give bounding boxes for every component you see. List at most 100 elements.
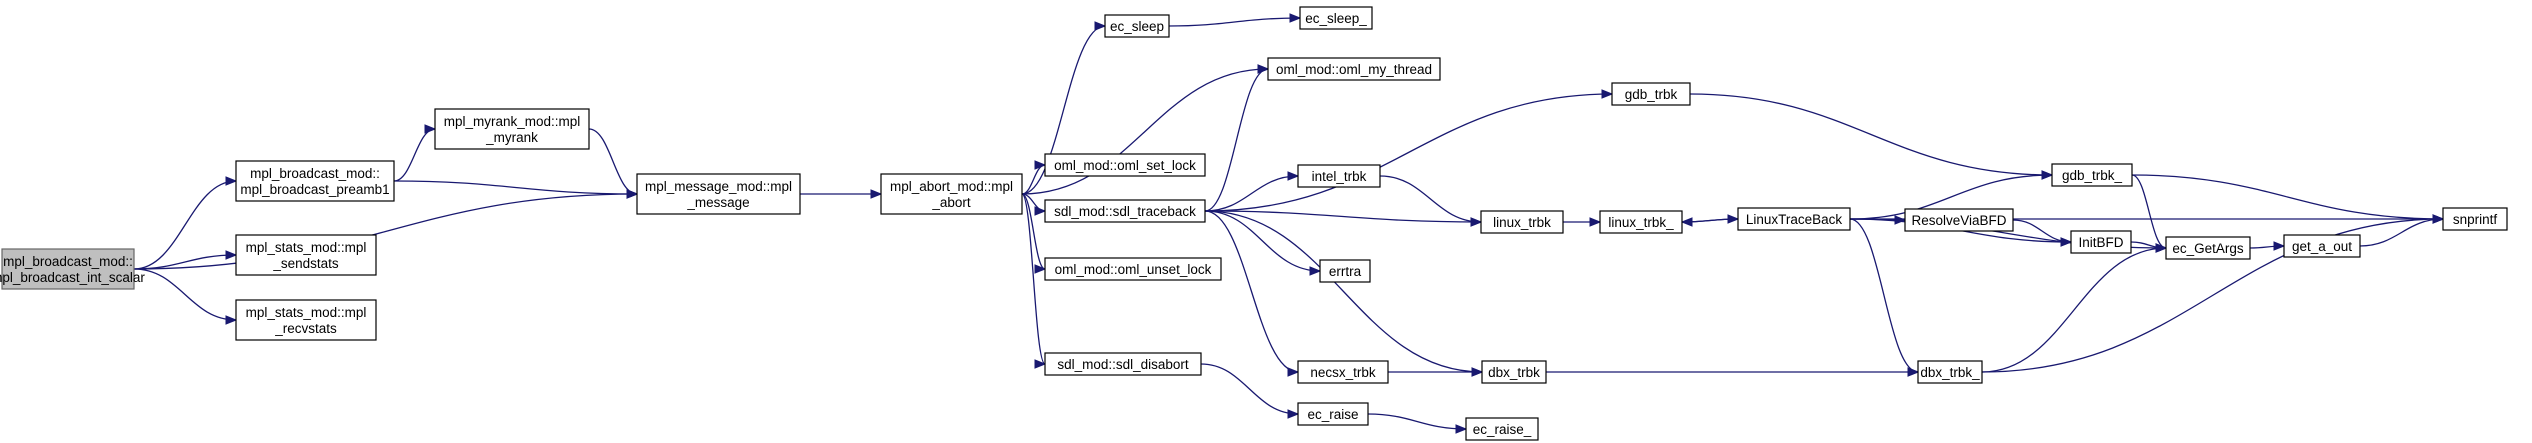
node-box xyxy=(1481,360,1547,384)
node-box xyxy=(1044,153,1206,177)
edge-root-to-recvstats xyxy=(133,268,237,321)
node-dbx-trbk[interactable]: dbx_trbk xyxy=(1481,360,1547,384)
node-label: intel_trbk xyxy=(1312,169,1367,184)
node-box xyxy=(2051,163,2133,187)
node-label: mpl_myrank_mod::mpl xyxy=(444,114,581,129)
node-box xyxy=(1297,402,1369,426)
node-oml-set-lock[interactable]: oml_mod::oml_set_lock xyxy=(1044,153,1206,177)
node-label: ec_raise xyxy=(1307,407,1358,422)
node-box xyxy=(1044,257,1222,281)
node-box xyxy=(1480,210,1564,234)
node-label: mpl_broadcast_mod:: xyxy=(3,254,133,269)
node-gdb-trbk[interactable]: gdb_trbk xyxy=(1611,82,1691,106)
node-box xyxy=(1599,210,1683,234)
edge-linuxtraceback-to-gdb-trbk- xyxy=(1849,174,2053,220)
node-ec-sleep[interactable]: ec_sleep xyxy=(1104,14,1170,38)
node-snprintf[interactable]: snprintf xyxy=(2442,207,2508,231)
edge-get-a-out-to-snprintf xyxy=(2359,218,2444,247)
node-linuxtraceback[interactable]: LinuxTraceBack xyxy=(1737,207,1851,231)
node-label: _sendstats xyxy=(272,256,339,271)
edge-sdl-disabort-to-ec-raise xyxy=(1200,363,1299,415)
node-box xyxy=(1319,259,1371,283)
edge-abort-to-sdl-disabort xyxy=(1021,193,1046,365)
arrowhead xyxy=(1289,13,1302,23)
node-box xyxy=(636,173,801,215)
node-box xyxy=(1611,82,1691,106)
arrowhead xyxy=(1287,409,1300,419)
arrowhead xyxy=(1470,217,1483,227)
node-dbx-trbk-[interactable]: dbx_trbk_ xyxy=(1917,360,1983,384)
node-resolveviabfd[interactable]: ResolveViaBFD xyxy=(1904,208,2014,232)
node-label: mpl_broadcast_int_scalar xyxy=(0,270,145,285)
arrowhead xyxy=(1034,359,1047,369)
arrowhead xyxy=(2273,241,2286,251)
node-ec-raise[interactable]: ec_raise xyxy=(1297,402,1369,426)
node-sdl-traceback[interactable]: sdl_mod::sdl_traceback xyxy=(1044,199,1206,223)
node-initbfd[interactable]: InitBFD xyxy=(2070,230,2132,254)
node-recvstats[interactable]: mpl_stats_mod::mpl_recvstats xyxy=(235,299,377,341)
node-label: ec_raise_ xyxy=(1473,422,1532,437)
node-abort[interactable]: mpl_abort_mod::mpl_abort xyxy=(880,173,1023,215)
edge-sdl-traceback-to-gdb-trbk xyxy=(1204,93,1613,212)
node-box xyxy=(235,299,377,341)
node-box xyxy=(1044,352,1202,376)
node-label: errtra xyxy=(1329,264,1362,279)
edge-gdb-trbk-to-gdb-trbk- xyxy=(1689,93,2053,176)
edge-sdl-traceback-to-oml-my-thread xyxy=(1204,68,1269,212)
node-sdl-disabort[interactable]: sdl_mod::sdl_disabort xyxy=(1044,352,1202,376)
node-label: mpl_stats_mod::mpl xyxy=(246,305,367,320)
edge-root-to-sendstats xyxy=(133,254,237,270)
edge-linuxtraceback-to-dbx-trbk- xyxy=(1849,218,1919,373)
node-ec-sleep-[interactable]: ec_sleep_ xyxy=(1299,6,1373,30)
node-box xyxy=(235,160,395,202)
edge-myrank-to-message xyxy=(588,128,638,195)
edge-abort-to-oml-unset-lock xyxy=(1021,193,1046,270)
node-label: sdl_mod::sdl_traceback xyxy=(1054,204,1196,219)
node-label: mpl_abort_mod::mpl xyxy=(890,179,1013,194)
node-oml-my-thread[interactable]: oml_mod::oml_my_thread xyxy=(1267,57,1441,81)
arrowhead xyxy=(1907,367,1920,377)
node-sendstats[interactable]: mpl_stats_mod::mpl_sendstats xyxy=(235,234,377,276)
edge-abort-to-oml-set-lock xyxy=(1021,164,1046,195)
node-box xyxy=(2283,234,2361,258)
edge-gdb-trbk--to-snprintf xyxy=(2131,174,2444,220)
arrowhead xyxy=(1257,64,1270,74)
node-label: mpl_stats_mod::mpl xyxy=(246,240,367,255)
node-root[interactable]: mpl_broadcast_mod::mpl_broadcast_int_sca… xyxy=(0,248,145,290)
node-box xyxy=(1465,417,1539,441)
node-gdb-trbk-[interactable]: gdb_trbk_ xyxy=(2051,163,2133,187)
node-preamb1[interactable]: mpl_broadcast_mod::mpl_broadcast_preamb1 xyxy=(235,160,395,202)
edge-intel-trbk-to-linux-trbk xyxy=(1379,175,1482,223)
edges-layer xyxy=(133,13,2445,434)
node-errtra[interactable]: errtra xyxy=(1319,259,1371,283)
node-label: dbx_trbk_ xyxy=(1920,365,1980,380)
nodes-layer: mpl_broadcast_mod::mpl_broadcast_int_sca… xyxy=(0,6,2508,441)
node-linux-trbk[interactable]: linux_trbk xyxy=(1480,210,1564,234)
node-necsx-trbk[interactable]: necsx_trbk xyxy=(1297,360,1389,384)
edge-preamb1-to-myrank xyxy=(393,128,436,182)
arrowhead xyxy=(225,250,238,260)
node-intel-trbk[interactable]: intel_trbk xyxy=(1297,164,1381,188)
node-box xyxy=(2070,230,2132,254)
node-label: linux_trbk_ xyxy=(1608,215,1674,230)
edge-preamb1-to-message xyxy=(393,180,638,195)
node-box xyxy=(1904,208,2014,232)
node-message[interactable]: mpl_message_mod::mpl_message xyxy=(636,173,801,215)
node-oml-unset-lock[interactable]: oml_mod::oml_unset_lock xyxy=(1044,257,1222,281)
arrowhead xyxy=(424,124,437,134)
arrowhead xyxy=(1034,264,1047,274)
node-box xyxy=(235,234,377,276)
node-myrank[interactable]: mpl_myrank_mod::mpl_myrank xyxy=(434,108,590,150)
arrowhead xyxy=(1589,217,1602,227)
node-get-a-out[interactable]: get_a_out xyxy=(2283,234,2361,258)
node-label: snprintf xyxy=(2453,212,2498,227)
node-label: gdb_trbk xyxy=(1625,87,1678,102)
node-ec-raise-[interactable]: ec_raise_ xyxy=(1465,417,1539,441)
node-box xyxy=(1917,360,1983,384)
node-label: InitBFD xyxy=(2078,235,2123,250)
node-linux-trbk-[interactable]: linux_trbk_ xyxy=(1599,210,1683,234)
node-label: necsx_trbk xyxy=(1310,365,1376,380)
node-ec-getargs[interactable]: ec_GetArgs xyxy=(2165,236,2251,260)
arrowhead xyxy=(2432,214,2445,224)
